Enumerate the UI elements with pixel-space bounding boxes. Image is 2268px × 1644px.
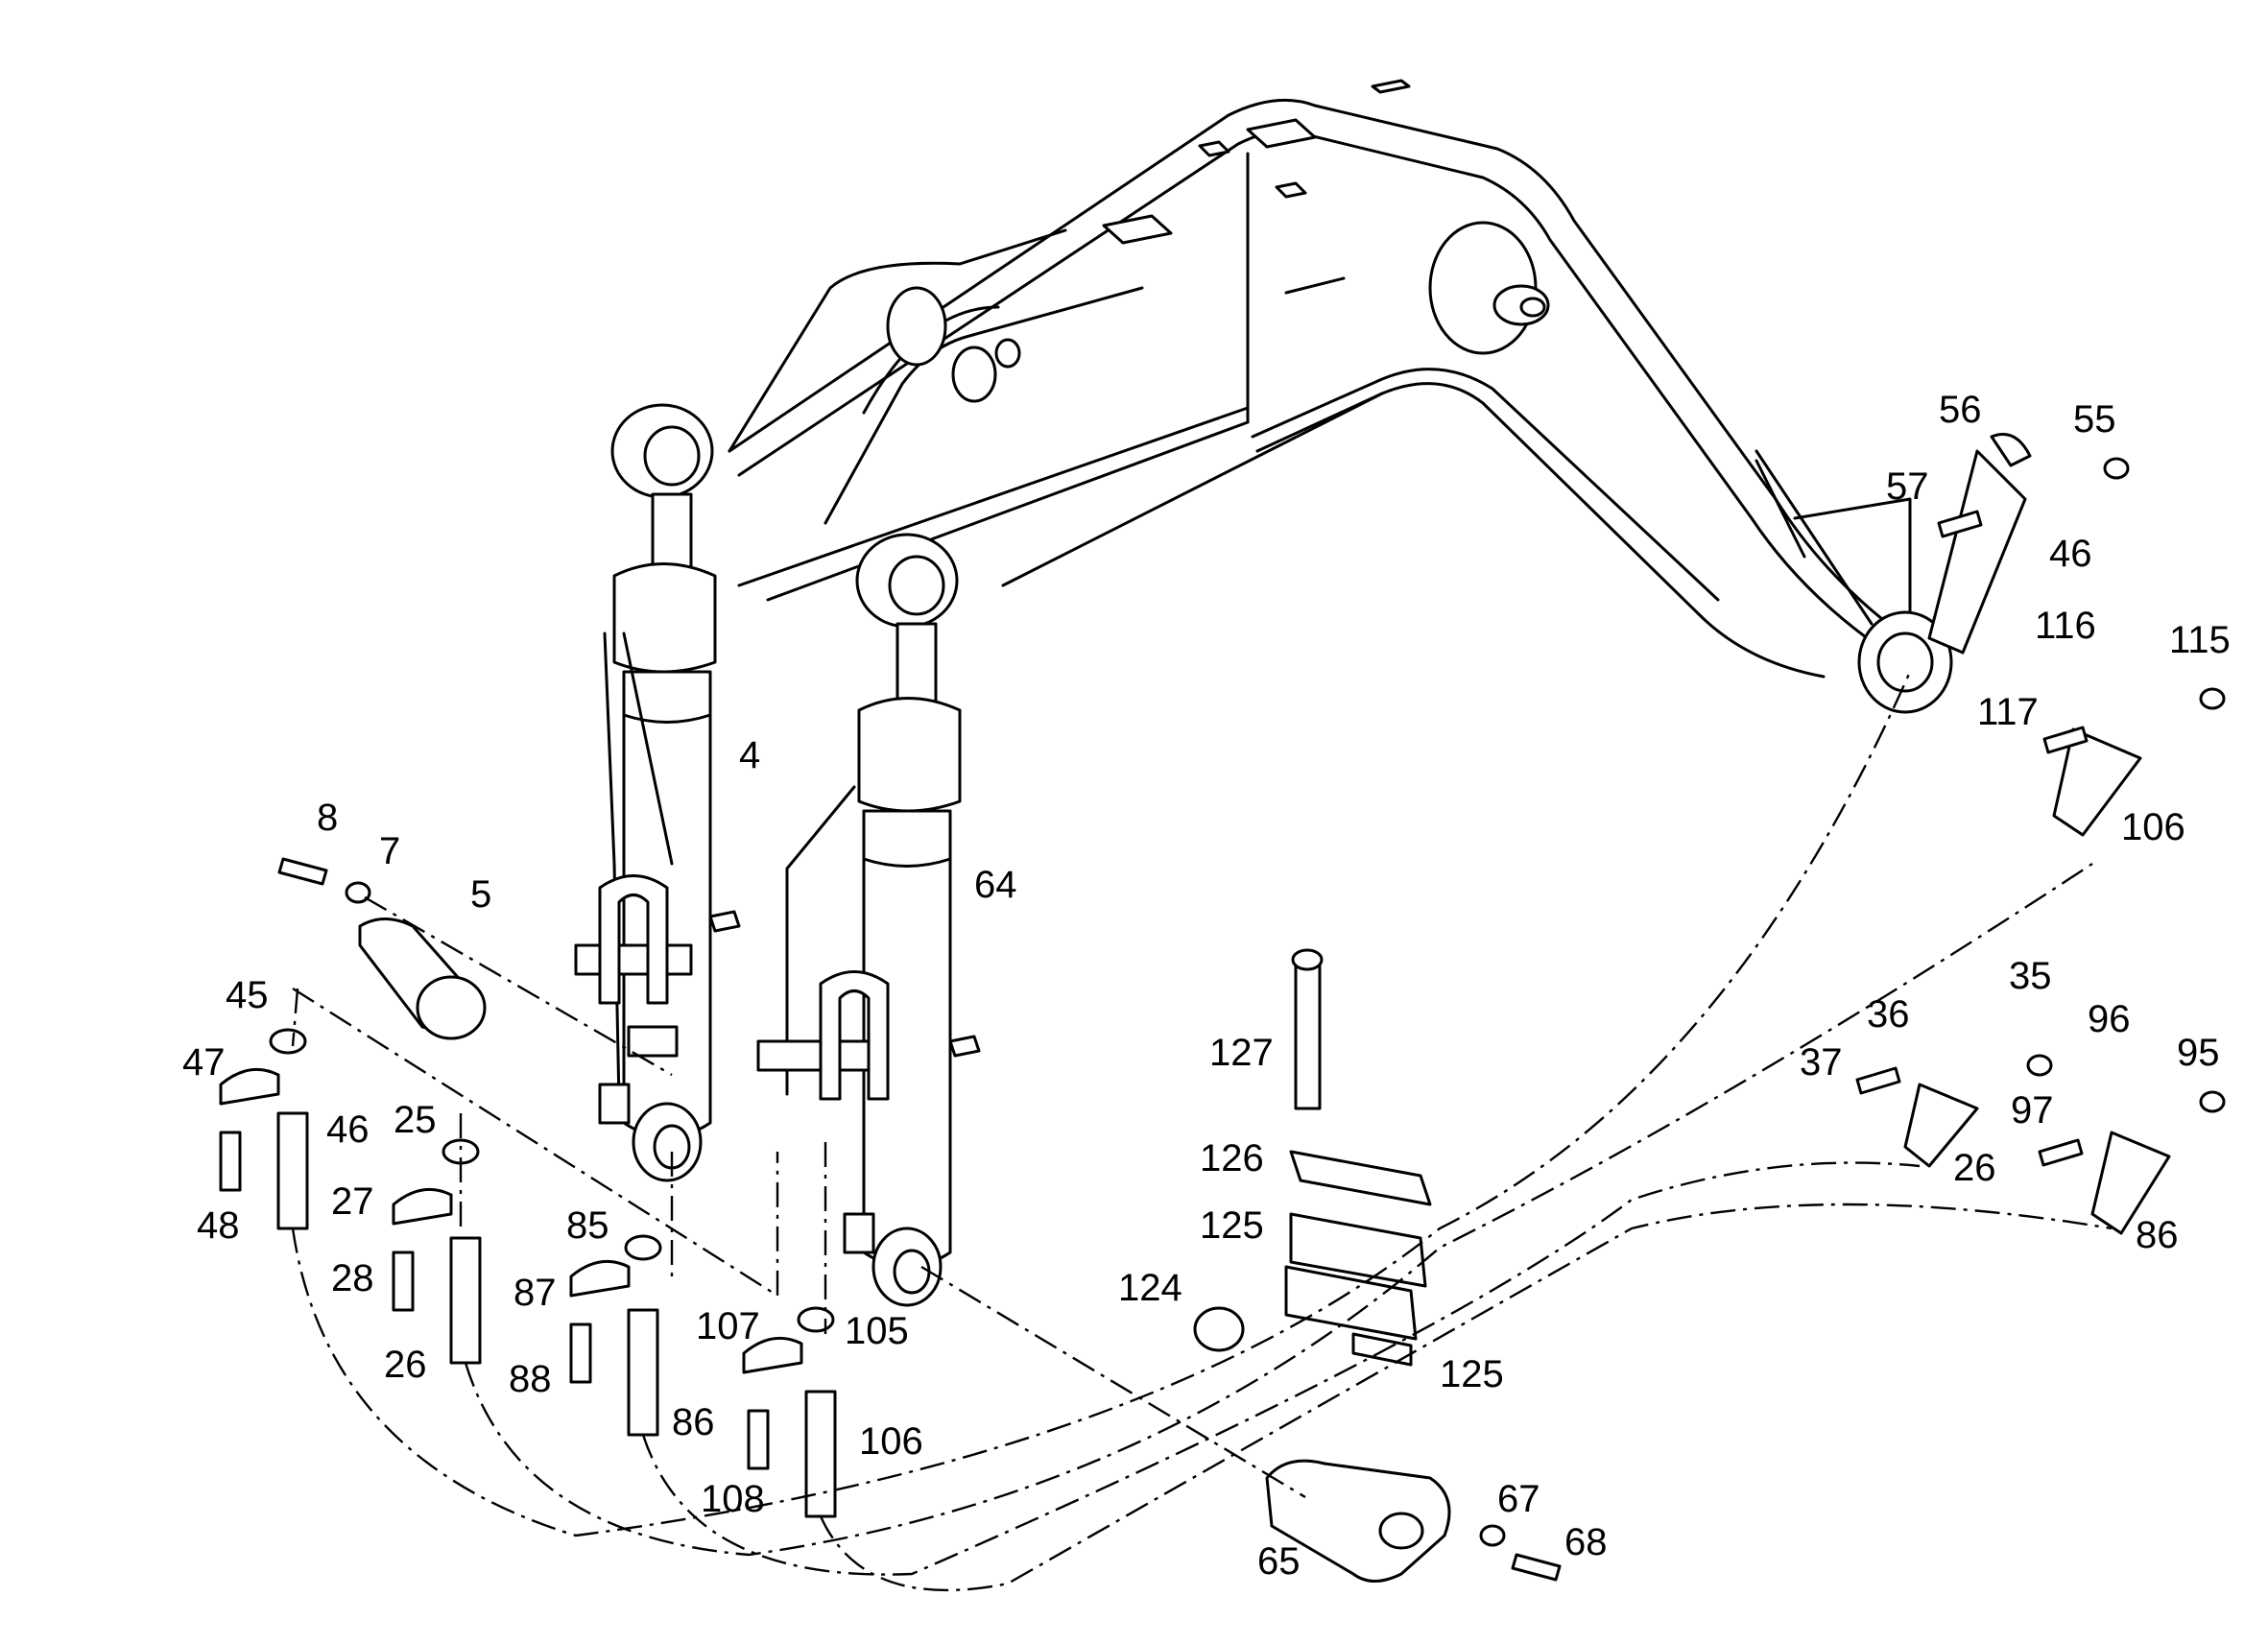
label-48: 48: [197, 1204, 240, 1247]
label-97: 97: [2011, 1089, 2054, 1132]
part-labels: 4 5 7 8 25 26 26 27 28 35 36 37 45 46 46…: [182, 389, 2231, 1583]
label-47: 47: [182, 1041, 226, 1084]
label-86: 86: [672, 1401, 715, 1443]
label-8: 8: [317, 797, 338, 839]
label-95: 95: [2177, 1032, 2220, 1074]
pin-5-assembly: [277, 857, 487, 1040]
label-127: 127: [1209, 1032, 1274, 1074]
label-37: 37: [1800, 1041, 1843, 1084]
routing-lines: [291, 671, 2113, 1592]
label-55: 55: [2073, 398, 2116, 441]
label-65: 65: [1257, 1540, 1301, 1583]
label-4: 4: [739, 734, 760, 776]
label-125: 125: [1440, 1353, 1504, 1395]
label-5: 5: [470, 873, 491, 916]
label-46: 46: [2049, 533, 2092, 575]
label-105: 105: [845, 1310, 909, 1352]
label-108: 108: [701, 1478, 765, 1520]
label-86: 86: [2136, 1214, 2179, 1256]
label-87: 87: [513, 1272, 557, 1314]
label-7: 7: [379, 830, 400, 872]
hydraulic-cylinder-4: [574, 403, 741, 1182]
pin-65-assembly: [1265, 1459, 1562, 1583]
label-64: 64: [974, 864, 1017, 906]
label-67: 67: [1497, 1478, 1540, 1520]
label-46: 46: [326, 1108, 370, 1151]
label-35: 35: [2009, 955, 2052, 997]
label-56: 56: [1939, 389, 1982, 431]
label-68: 68: [1564, 1521, 1608, 1563]
label-96: 96: [2088, 998, 2131, 1040]
label-126: 126: [1200, 1137, 1264, 1179]
label-106: 106: [859, 1420, 923, 1463]
label-57: 57: [1886, 465, 1929, 508]
label-36: 36: [1867, 993, 1910, 1036]
label-125: 125: [1200, 1204, 1264, 1247]
excavator-boom: [728, 79, 1953, 714]
label-106: 106: [2121, 806, 2185, 848]
hydraulic-cylinder-64: [756, 533, 981, 1307]
clamp-assembly: [1193, 948, 1432, 1367]
label-26: 26: [1953, 1147, 1996, 1189]
hose-fittings-right: [1855, 433, 2226, 1235]
label-107: 107: [696, 1305, 760, 1347]
label-28: 28: [331, 1257, 374, 1299]
label-115: 115: [2169, 619, 2231, 661]
label-45: 45: [226, 974, 269, 1016]
label-85: 85: [566, 1204, 609, 1247]
label-26: 26: [384, 1344, 427, 1386]
label-88: 88: [509, 1358, 552, 1400]
label-117: 117: [1977, 691, 2039, 733]
label-124: 124: [1118, 1267, 1182, 1309]
label-25: 25: [394, 1099, 437, 1141]
label-116: 116: [2035, 605, 2096, 647]
label-27: 27: [331, 1180, 374, 1223]
